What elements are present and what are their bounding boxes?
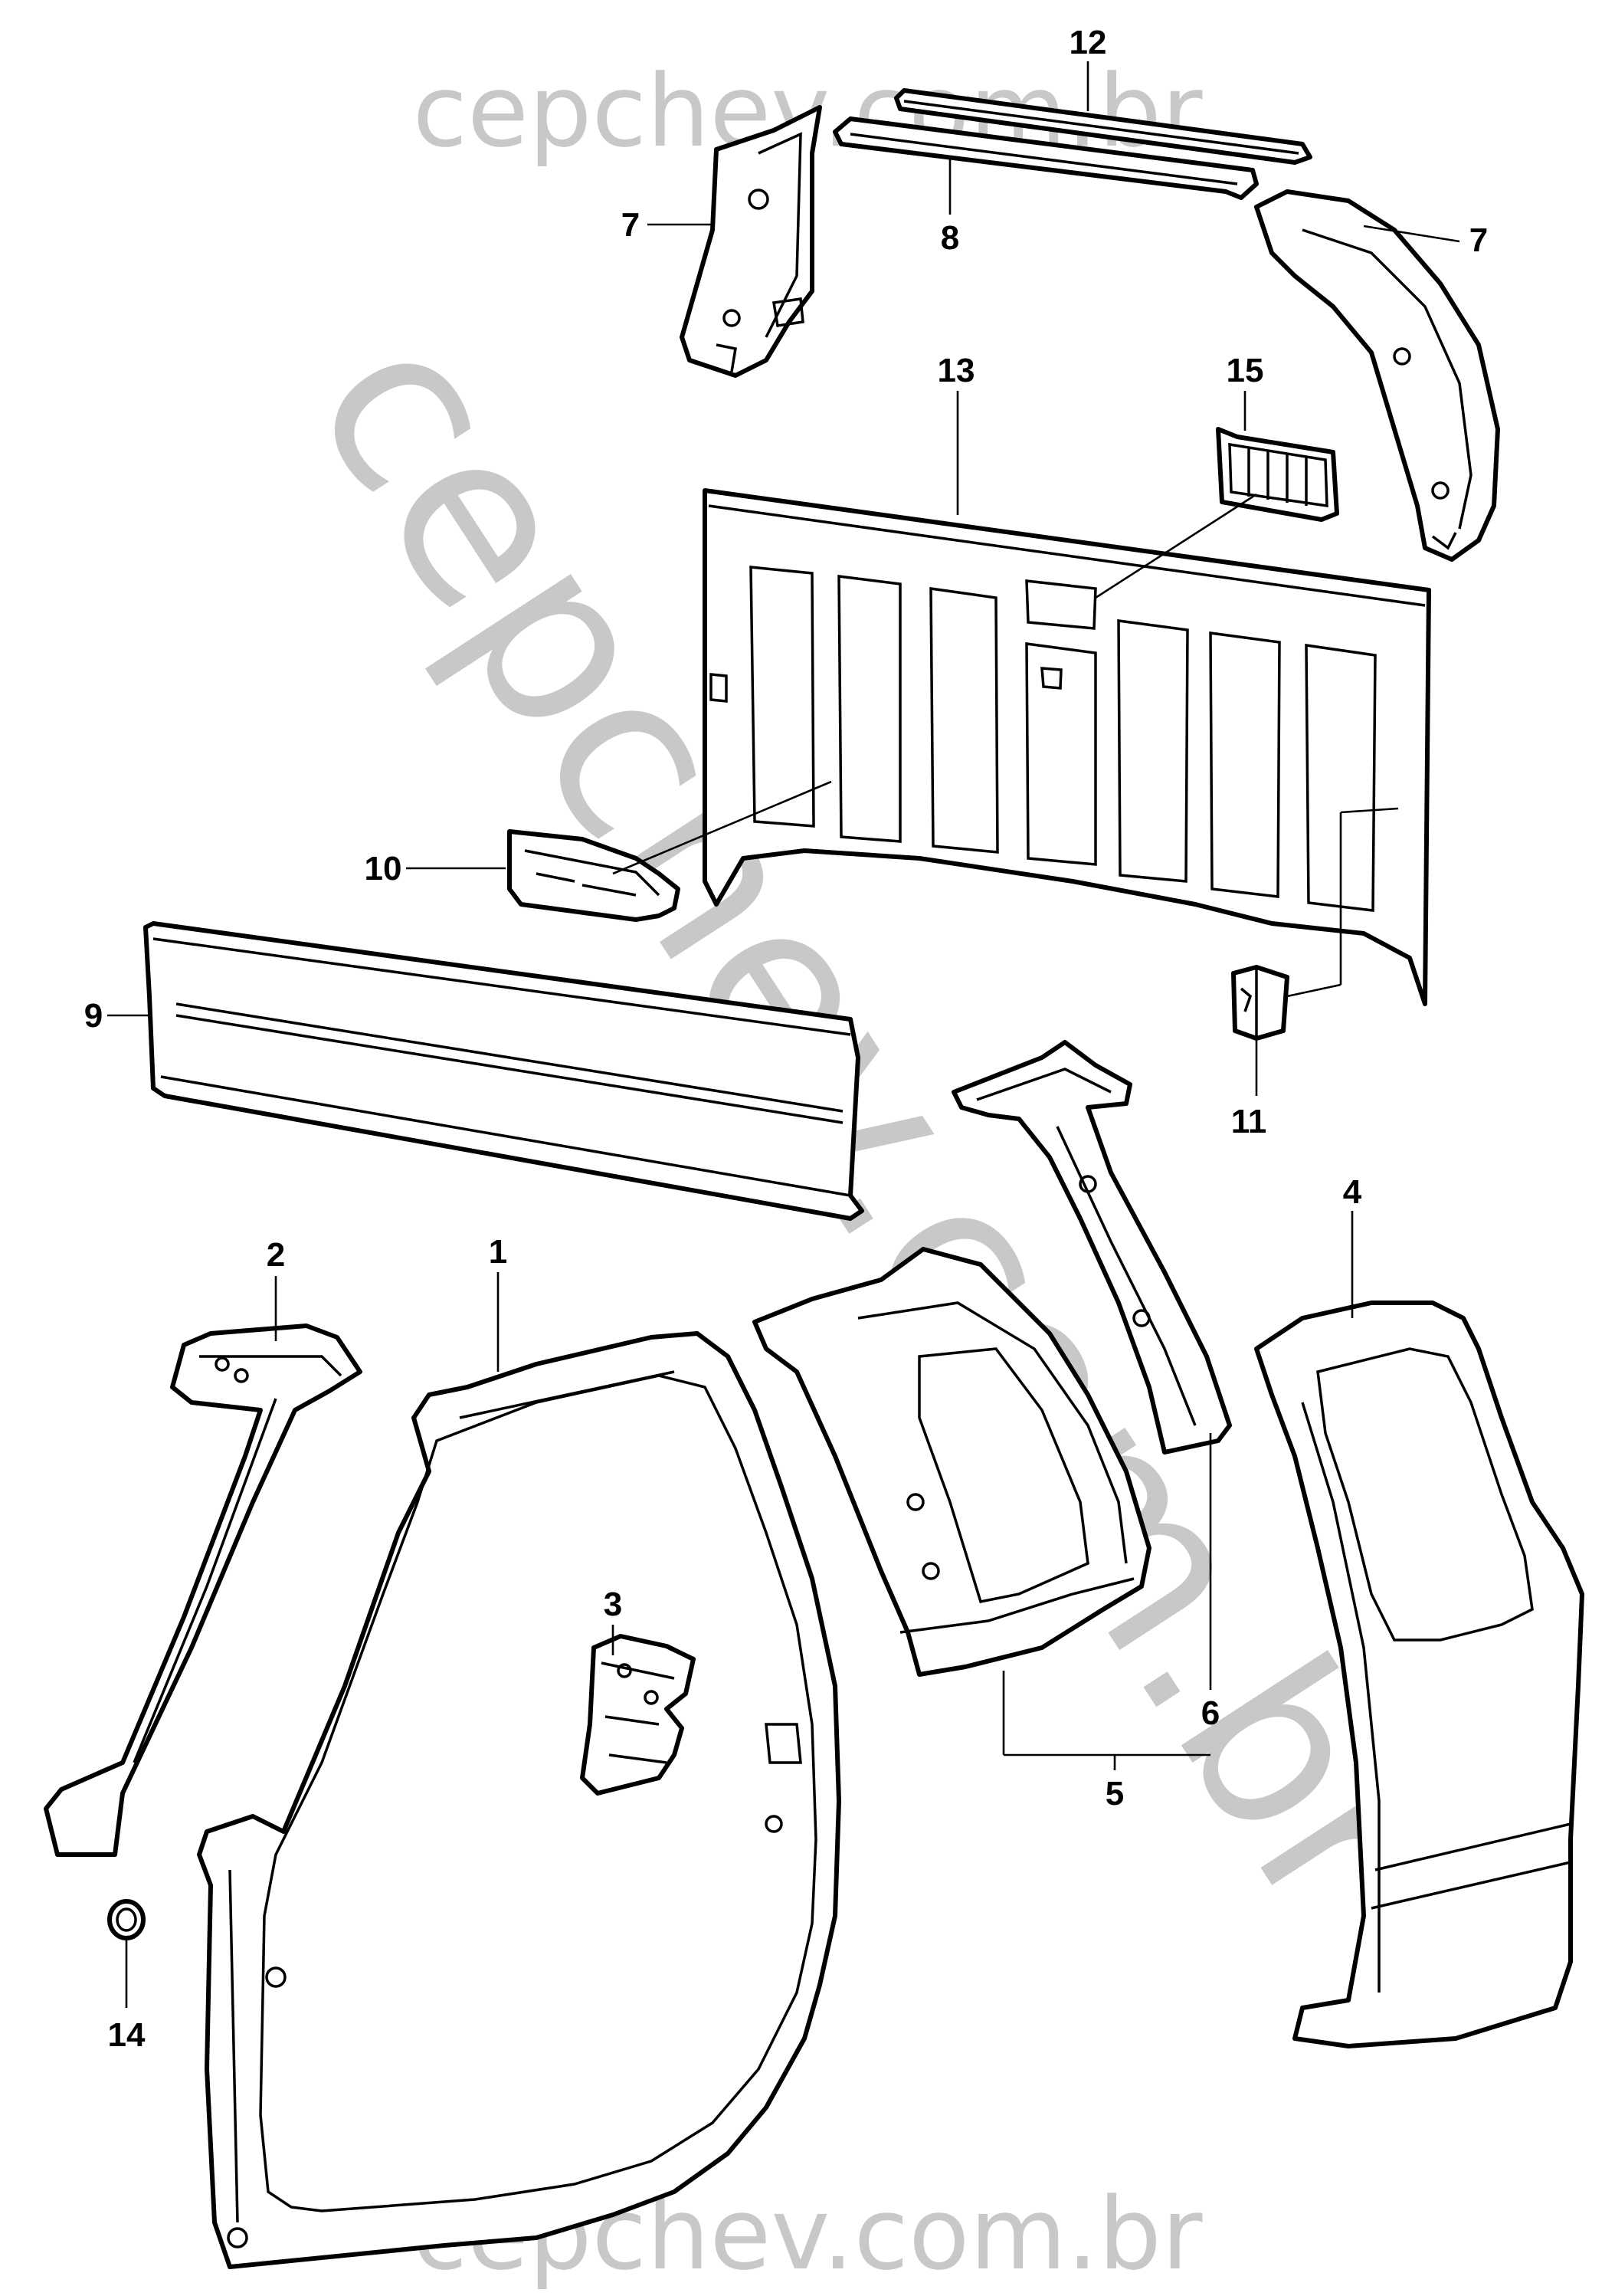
part-6-b-pillar bbox=[952, 1040, 1232, 1455]
callout-1: 1 bbox=[489, 1233, 507, 1271]
part-2-front-pillar bbox=[44, 1323, 362, 1857]
callout-2: 2 bbox=[267, 1236, 285, 1274]
part-12-roof-strip bbox=[894, 88, 1312, 165]
part-11-small-bracket bbox=[1231, 965, 1289, 1041]
callout-5: 5 bbox=[1106, 1775, 1124, 1812]
part-5-inner-frame bbox=[752, 1247, 1151, 1677]
part-15-vent-grille bbox=[1216, 427, 1339, 522]
part-10-bracket bbox=[507, 829, 680, 922]
callout-7-right: 7 bbox=[1469, 221, 1488, 259]
part-14-plug bbox=[107, 1899, 146, 1940]
part-13-rear-cab-panel bbox=[703, 488, 1431, 1006]
part-7-right-rear-pillar bbox=[1254, 189, 1500, 562]
part-1-body-side-frame bbox=[197, 1331, 841, 2269]
part-9-lower-panel bbox=[143, 921, 864, 1221]
callout-6: 6 bbox=[1201, 1694, 1220, 1732]
leader-lines bbox=[107, 61, 1460, 2008]
part-7-left-rear-pillar bbox=[680, 105, 822, 378]
callout-7-left: 7 bbox=[621, 206, 640, 244]
callout-10: 10 bbox=[365, 850, 402, 887]
callout-13: 13 bbox=[938, 352, 975, 389]
callout-4: 4 bbox=[1343, 1173, 1362, 1211]
callout-15: 15 bbox=[1227, 352, 1264, 389]
callout-12: 12 bbox=[1070, 24, 1107, 61]
callout-9: 9 bbox=[84, 997, 103, 1035]
callout-14: 14 bbox=[108, 2016, 146, 2054]
callout-8: 8 bbox=[941, 219, 959, 257]
part-4-rear-side-panel bbox=[1254, 1301, 1584, 2048]
part-3-inner-panel bbox=[580, 1634, 696, 1796]
callout-11: 11 bbox=[1231, 1103, 1267, 1140]
callout-3: 3 bbox=[604, 1586, 622, 1623]
part-8-roof-header bbox=[833, 116, 1259, 200]
